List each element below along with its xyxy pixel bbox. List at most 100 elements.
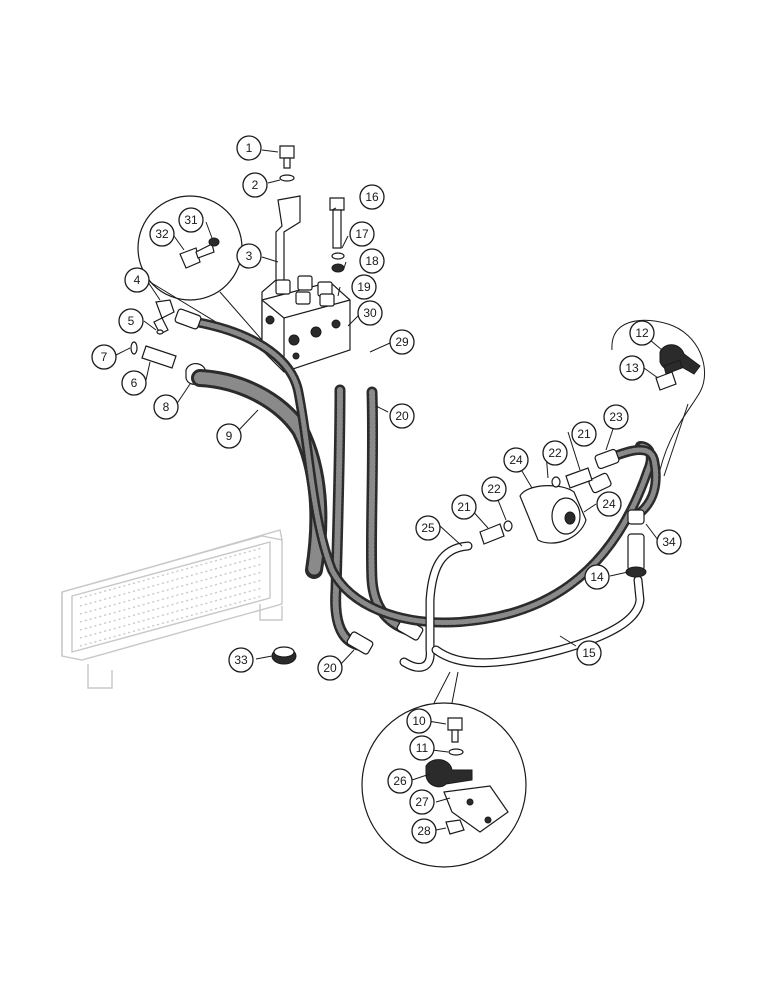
svg-text:2: 2	[252, 178, 259, 192]
svg-text:28: 28	[417, 824, 431, 838]
svg-text:24: 24	[602, 497, 616, 511]
callout-34: 34	[656, 529, 682, 555]
bolt-1	[279, 145, 295, 182]
svg-text:31: 31	[184, 213, 198, 227]
callouts: 1 2 3 4 5 6 7 8 9 10 11 12 13 14 15 16 1…	[91, 135, 682, 844]
svg-text:26: 26	[393, 774, 407, 788]
svg-text:1: 1	[246, 141, 253, 155]
svg-text:23: 23	[609, 410, 623, 424]
nut-28	[445, 819, 465, 835]
callout-25: 25	[415, 515, 441, 541]
svg-text:20: 20	[323, 661, 337, 675]
callout-24-top: 24	[503, 447, 529, 473]
callout-33: 33	[228, 647, 254, 673]
tube-15	[431, 575, 645, 668]
svg-text:25: 25	[421, 521, 435, 535]
callout-4: 4	[124, 267, 150, 293]
callout-27: 27	[409, 789, 435, 815]
hose-20-right	[365, 386, 424, 641]
callout-22-right: 22	[542, 440, 568, 466]
detail-circle-clamp	[361, 671, 527, 868]
callout-21-right: 21	[571, 421, 597, 447]
svg-text:32: 32	[155, 227, 169, 241]
bolt-32	[179, 237, 220, 269]
callout-32: 32	[149, 221, 175, 247]
svg-text:14: 14	[590, 570, 604, 584]
svg-text:9: 9	[226, 429, 233, 443]
callout-12: 12	[629, 320, 655, 346]
svg-text:6: 6	[131, 376, 138, 390]
svg-text:19: 19	[357, 280, 371, 294]
plate-27	[443, 785, 509, 833]
callout-24-right: 24	[596, 491, 622, 517]
svg-text:22: 22	[487, 482, 501, 496]
svg-text:13: 13	[625, 361, 639, 375]
fitting-14	[625, 533, 647, 578]
callout-11: 11	[409, 735, 435, 761]
valve-block	[261, 275, 351, 373]
svg-text:11: 11	[416, 741, 429, 755]
callout-9: 9	[216, 423, 242, 449]
svg-text:15: 15	[582, 646, 596, 660]
fitting-34	[627, 509, 645, 525]
callout-29: 29	[389, 329, 415, 355]
clamp-26	[425, 759, 473, 788]
svg-text:10: 10	[412, 714, 426, 728]
svg-text:17: 17	[355, 227, 369, 241]
svg-text:8: 8	[163, 400, 170, 414]
svg-text:34: 34	[662, 535, 676, 549]
callout-2: 2	[242, 172, 268, 198]
svg-text:12: 12	[635, 326, 649, 340]
callout-23: 23	[603, 404, 629, 430]
svg-text:4: 4	[134, 273, 141, 287]
svg-text:20: 20	[395, 409, 409, 423]
hose-23	[588, 445, 661, 521]
callout-22-left: 22	[481, 476, 507, 502]
bolt-16	[329, 197, 345, 273]
grommet-33	[271, 646, 297, 665]
svg-text:18: 18	[365, 254, 379, 268]
callout-26: 26	[387, 768, 413, 794]
callout-17: 17	[349, 221, 375, 247]
svg-text:21: 21	[457, 500, 471, 514]
svg-text:24: 24	[509, 453, 523, 467]
hose-20-left	[330, 384, 374, 655]
callout-10: 10	[406, 708, 432, 734]
svg-text:5: 5	[128, 314, 135, 328]
callout-20-top: 20	[389, 403, 415, 429]
callout-14: 14	[584, 564, 610, 590]
fitting-6	[130, 329, 177, 369]
detail-pointer-clamp-right	[611, 319, 705, 477]
svg-text:7: 7	[101, 350, 108, 364]
fitting-21-right	[551, 467, 593, 489]
svg-text:22: 22	[548, 446, 562, 460]
fitting-21-left	[479, 520, 513, 545]
callout-28: 28	[411, 818, 437, 844]
callout-21-left: 21	[451, 494, 477, 520]
long-hose	[174, 308, 656, 628]
tube-25	[399, 541, 473, 672]
svg-text:3: 3	[246, 249, 253, 263]
pump-24	[519, 485, 587, 544]
callout-16: 16	[359, 184, 385, 210]
callout-20-bottom: 20	[317, 655, 343, 681]
callout-5: 5	[118, 308, 144, 334]
bolt-10	[447, 717, 463, 743]
callout-31: 31	[178, 207, 204, 233]
callout-6: 6	[121, 370, 147, 396]
callout-15: 15	[576, 640, 602, 666]
callout-1: 1	[236, 135, 262, 161]
callout-8: 8	[153, 394, 179, 420]
svg-text:33: 33	[234, 653, 248, 667]
callout-3: 3	[236, 243, 262, 269]
washer-11	[448, 748, 464, 756]
svg-text:30: 30	[363, 306, 377, 320]
callout-13: 13	[619, 355, 645, 381]
callout-19: 19	[351, 274, 377, 300]
callout-18: 18	[359, 248, 385, 274]
callout-7: 7	[91, 344, 117, 370]
svg-text:29: 29	[395, 335, 409, 349]
svg-text:16: 16	[365, 190, 379, 204]
callout-30: 30	[357, 300, 383, 326]
